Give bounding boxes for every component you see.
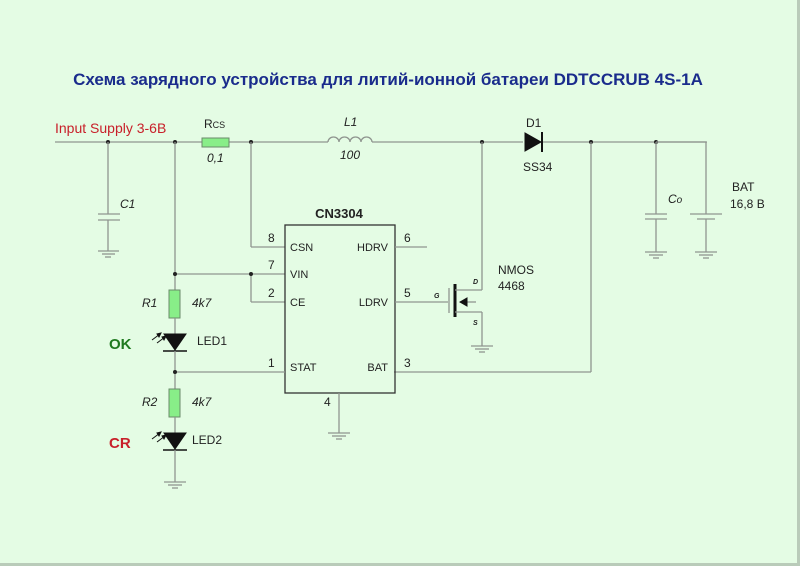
- bat-sense-wire: [394, 142, 592, 373]
- pin-number: 5: [404, 286, 411, 300]
- r2-label: R2: [142, 395, 158, 409]
- junction-dot: [173, 272, 177, 276]
- r1-value: 4k7: [192, 296, 213, 310]
- pin-name: HDRV: [357, 242, 389, 254]
- ground-icon: [164, 481, 186, 489]
- pin-number: 7: [268, 258, 275, 272]
- nmos-transistor: G D S NMOS 4468: [395, 142, 534, 353]
- gate-label: G: [434, 293, 440, 300]
- l1-value: 100: [340, 148, 360, 162]
- junction-dot: [249, 272, 253, 276]
- co-label: Co: [668, 192, 683, 206]
- capacitor-c1: C1: [98, 142, 135, 258]
- inductor-l1: L1 100: [327, 115, 373, 162]
- d1-label: D1: [526, 116, 542, 130]
- csn-wire: [250, 142, 285, 248]
- status-cr-label: CR: [109, 435, 131, 452]
- pin-name: LDRV: [359, 297, 389, 309]
- pin-name: STAT: [290, 362, 317, 374]
- pin-number: 1: [268, 356, 275, 370]
- pin-number: 4: [324, 395, 331, 409]
- drain-label: D: [473, 279, 478, 286]
- pin-number: 6: [404, 231, 411, 245]
- ground-icon: [98, 250, 119, 258]
- nmos-type: NMOS: [498, 263, 534, 277]
- resistor-r1: R1 4k7: [142, 289, 213, 319]
- light-emission-icon: [151, 431, 167, 443]
- pin-number: 3: [404, 356, 411, 370]
- input-supply-label: Input Supply 3-6B: [55, 120, 166, 136]
- rcs-label: RCS: [204, 117, 225, 131]
- bat-label: BAT: [732, 180, 755, 194]
- d1-value: SS34: [523, 160, 553, 174]
- nmos-part: 4468: [498, 279, 525, 293]
- vin-ce-wires: [174, 142, 285, 303]
- diode-d1: D1 SS34: [523, 116, 553, 174]
- light-emission-icon: [151, 332, 167, 344]
- pin-number: 8: [268, 231, 275, 245]
- source-label: S: [473, 320, 478, 327]
- rcs-value: 0,1: [207, 151, 224, 165]
- pin-name: CSN: [290, 242, 313, 254]
- pin-name: CE: [290, 297, 305, 309]
- pin-number: 2: [268, 286, 275, 300]
- ic-cn3304: CN3304 8 7 2 1 CSN VIN CE STAT 6 HDRV 5 …: [268, 206, 427, 440]
- ic-name: CN3304: [315, 206, 363, 221]
- status-ok-label: OK: [109, 336, 132, 353]
- c1-label: C1: [120, 197, 135, 211]
- capacitor-co: Co: [645, 142, 683, 259]
- diagram-title: Схема зарядного устройства для литий-ион…: [73, 70, 703, 89]
- led1-label: LED1: [197, 334, 227, 348]
- pin-name: VIN: [290, 269, 308, 281]
- r1-label: R1: [142, 296, 157, 310]
- led1: LED1 OK: [109, 332, 227, 353]
- resistor-rcs: RCS 0,1: [201, 117, 230, 165]
- led2: LED2 CR: [109, 431, 222, 452]
- r2-value: 4k7: [192, 395, 213, 409]
- junction-dot: [173, 370, 177, 374]
- resistor-r2: R2 4k7: [142, 388, 213, 418]
- l1-label: L1: [344, 115, 357, 129]
- bat-voltage: 16,8 B: [730, 197, 765, 211]
- led2-label: LED2: [192, 433, 222, 447]
- pin-name: BAT: [367, 362, 388, 374]
- battery-bat: BAT 16,8 B: [656, 141, 765, 259]
